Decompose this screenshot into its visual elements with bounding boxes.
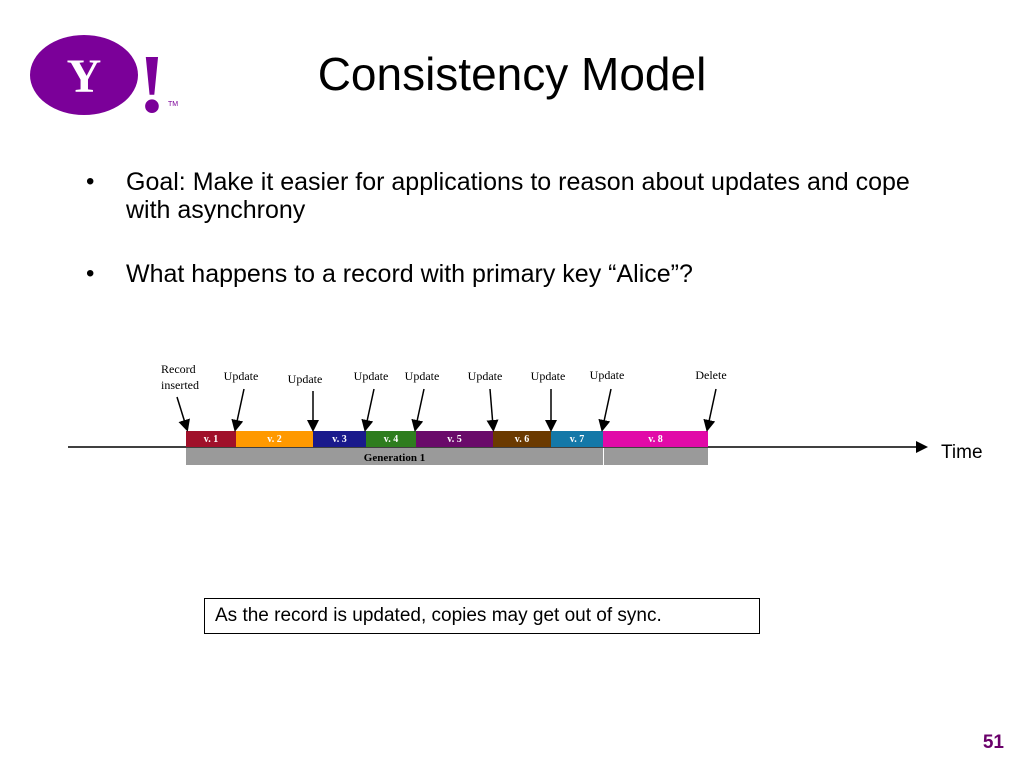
event-label: Update: [468, 369, 503, 383]
version-label: v. 2: [267, 434, 281, 445]
bullet-list: Goal: Make it easier for applications to…: [86, 168, 936, 324]
logo-tm: TM: [168, 101, 178, 108]
event-label: inserted: [161, 378, 199, 392]
event-markers: Record inserted Update Update Update Update Up…: [161, 362, 727, 432]
time-axis-label: Time: [941, 442, 983, 463]
generation-bar: [186, 448, 603, 465]
version-segment: [603, 431, 708, 447]
logo-letter: Y: [67, 50, 102, 103]
logo-bang: !: [138, 38, 166, 123]
event-label: Update: [590, 368, 625, 382]
version-label: v. 4: [384, 434, 398, 445]
callout-box: As the record is updated, copies may get…: [204, 598, 760, 634]
event-arrow: [231, 388, 245, 432]
bullet-item: What happens to a record with primary ke…: [86, 260, 936, 288]
version-label: v. 3: [332, 434, 346, 445]
yahoo-logo: Y ! TM: [30, 35, 178, 123]
event-label: Update: [354, 369, 389, 383]
version-segment: [493, 431, 551, 447]
generation-bar-group: Generation 1: [186, 448, 708, 465]
logo-oval: [30, 35, 138, 115]
event-arrow: [703, 388, 717, 432]
event-arrow: [411, 388, 425, 432]
page-title: Consistency Model: [317, 48, 707, 100]
event-arrow: [176, 396, 190, 432]
event-label: Update: [224, 369, 259, 383]
version-segment: [416, 431, 493, 447]
version-label: v. 6: [515, 434, 529, 445]
version-label: v. 1: [204, 434, 218, 445]
slide-title-container: Consistency Model: [0, 44, 1024, 104]
event-arrow: [598, 388, 612, 432]
version-label: v. 8: [648, 434, 662, 445]
event-label: Update: [405, 369, 440, 383]
version-label: v. 7: [570, 434, 584, 445]
version-segments: v. 1 v. 2 v. 3 v. 4 v. 5 v. 6 v. 7 v. 8: [186, 431, 708, 447]
event-label: Update: [531, 369, 566, 383]
event-arrow: [486, 388, 499, 432]
version-label: v. 5: [447, 434, 461, 445]
version-segment: [313, 431, 366, 447]
version-segment: [236, 431, 313, 447]
version-segment: [551, 431, 603, 447]
event-label: Record: [161, 362, 196, 376]
event-label: Update: [288, 372, 323, 386]
generation-label: Generation 1: [364, 452, 425, 464]
event-arrow: [361, 388, 375, 432]
generation-bar-tail: [604, 448, 708, 465]
event-label: Delete: [695, 368, 726, 382]
page-number: 51: [982, 732, 1004, 753]
bullet-item: Goal: Make it easier for applications to…: [86, 168, 936, 224]
version-segment: [366, 431, 416, 447]
version-segment: [186, 431, 236, 447]
